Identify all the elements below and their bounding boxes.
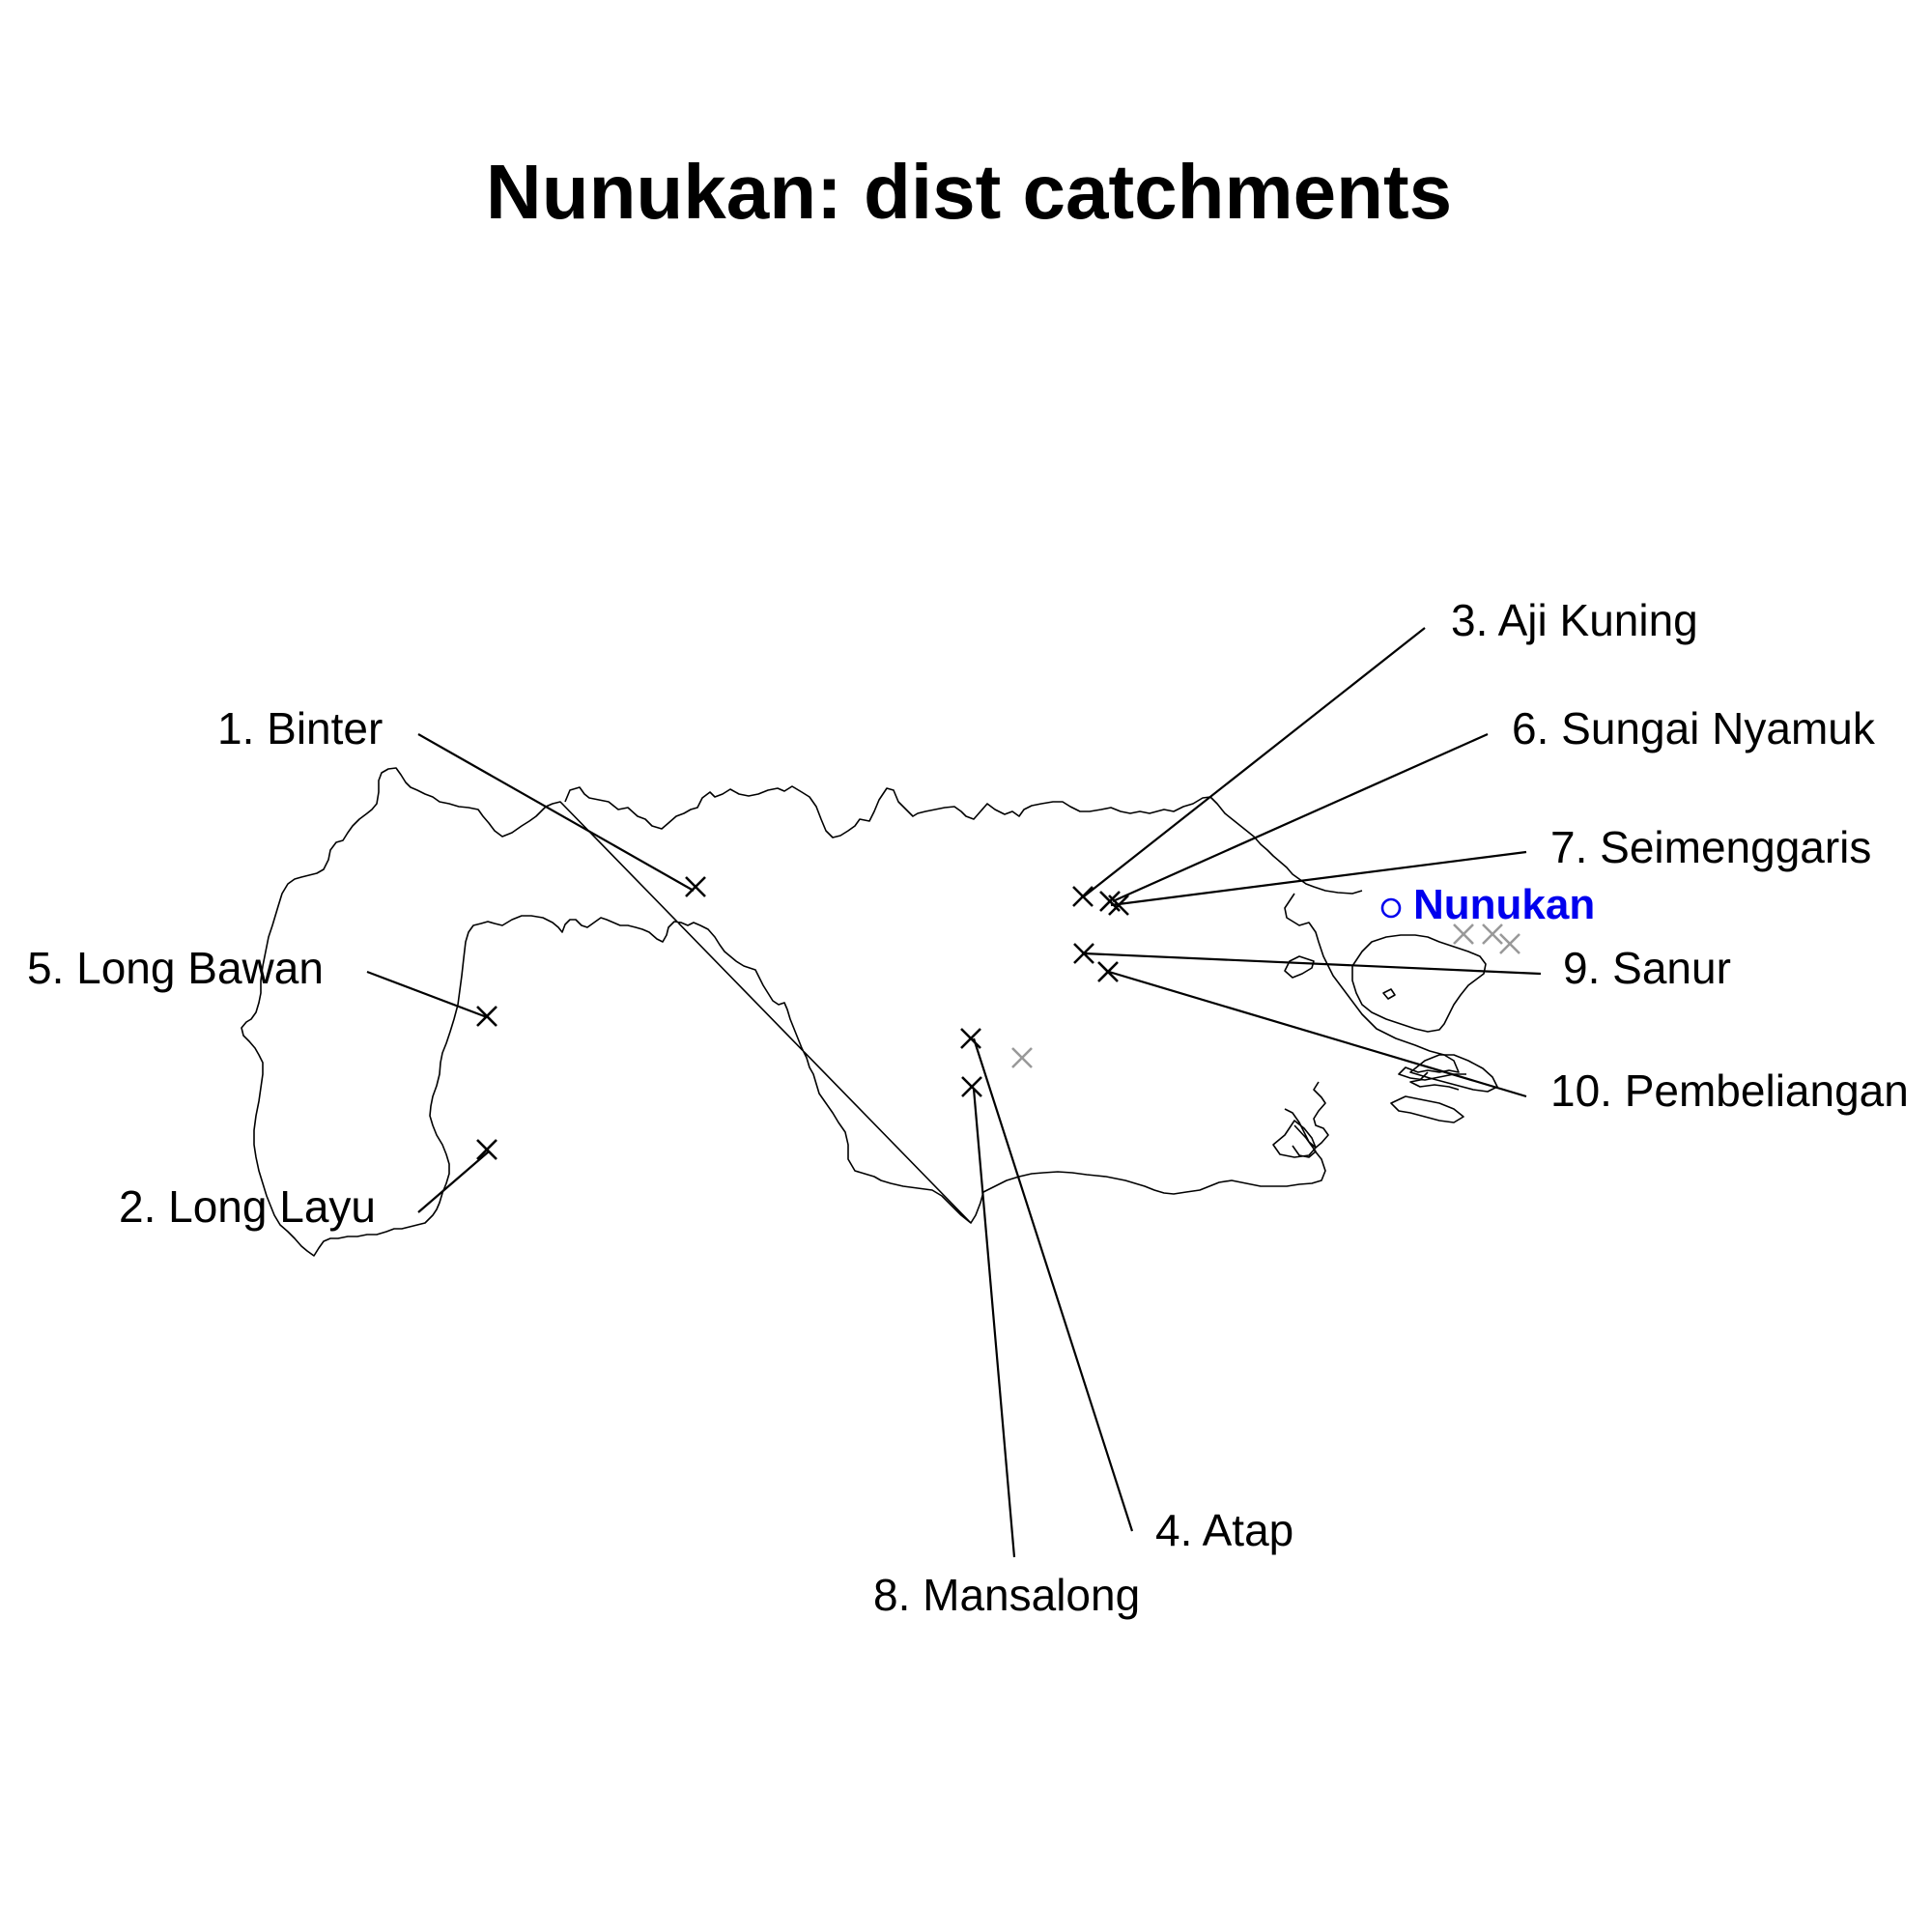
cross-icon [1482, 923, 1503, 945]
open-circle-icon [1380, 897, 1402, 919]
site-label-7: 7. Seimenggaris [1550, 822, 1871, 872]
leader-site-9 [1083, 952, 1542, 976]
cross-icon [1499, 933, 1520, 954]
map-title: Nunukan: dist catchments [486, 149, 1452, 235]
leader-site-7 [1110, 850, 1527, 907]
mainland-outline [241, 767, 1466, 1257]
coastal-island-outline [1272, 1120, 1317, 1158]
site-label-9: 9. Sanur [1563, 943, 1731, 993]
site-label-4: 4. Atap [1155, 1505, 1293, 1555]
town-nunukan: Nunukan [1380, 881, 1595, 928]
site-labels: 1. Binter 2. Long Layu 3. Aji Kuning 4. … [27, 595, 1909, 1620]
cross-icon [1011, 1047, 1033, 1068]
leader-site-8 [972, 1088, 1016, 1558]
leader-site-1 [417, 733, 695, 892]
cross-icon [961, 1076, 982, 1097]
leader-lines [366, 627, 1542, 1558]
leader-site-3 [1083, 627, 1426, 897]
cross-icon [1072, 886, 1094, 907]
site-label-10: 10. Pembeliangan [1550, 1065, 1909, 1116]
site-label-1: 1. Binter [217, 703, 383, 753]
cross-icon [1073, 943, 1094, 964]
cross-icon [1108, 895, 1129, 916]
cross-icon [476, 1006, 497, 1027]
town-label: Nunukan [1413, 881, 1595, 928]
leader-site-10 [1108, 970, 1527, 1098]
nunukan-island-outline [1351, 934, 1487, 1033]
district-outline [241, 767, 1498, 1257]
site-label-8: 8. Mansalong [873, 1570, 1140, 1620]
small-island-outline [1390, 1095, 1464, 1123]
cross-icon [1097, 961, 1119, 982]
site-label-6: 6. Sungai Nyamuk [1512, 703, 1876, 753]
cross-icon [1453, 923, 1474, 945]
leader-site-4 [972, 1037, 1134, 1532]
site-label-3: 3. Aji Kuning [1451, 595, 1698, 645]
leader-site-2 [417, 1151, 490, 1213]
sebatik-island-outline [1409, 1054, 1498, 1093]
minor-sites [1011, 923, 1520, 1068]
cross-icon [685, 876, 706, 897]
cross-icon [960, 1028, 981, 1049]
site-label-5: 5. Long Bawan [27, 943, 324, 993]
site-label-2: 2. Long Layu [119, 1181, 376, 1232]
cross-icon [476, 1139, 497, 1160]
islet-outline [1382, 988, 1396, 1000]
leader-site-5 [366, 970, 488, 1019]
mangrove-outline [1284, 955, 1315, 979]
leader-site-6 [1112, 732, 1489, 903]
site-markers [476, 876, 1129, 1160]
